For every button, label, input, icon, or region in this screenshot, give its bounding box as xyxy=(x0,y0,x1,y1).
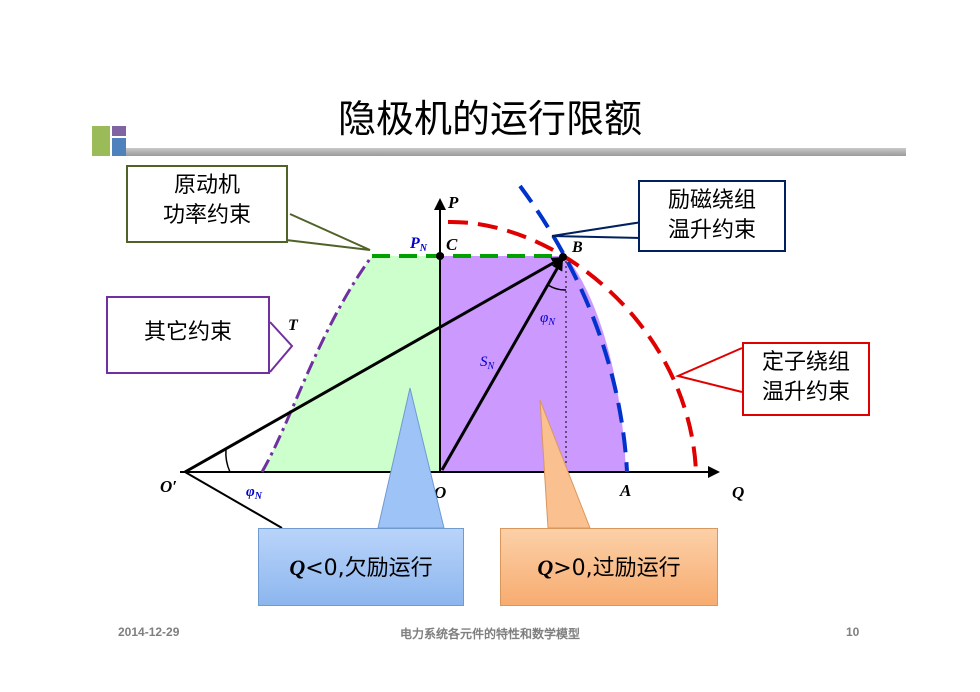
phi-o-prime-label: φN xyxy=(246,484,263,502)
other-constraint-curve xyxy=(260,255,374,473)
point-b-label: B xyxy=(571,239,583,256)
under-excited-q: Q xyxy=(289,555,306,580)
over-excited-q: Q xyxy=(537,555,554,580)
under-excited-note: Q<0,欠励运行 xyxy=(258,528,464,606)
point-t-label: T xyxy=(288,317,299,334)
title-decoration xyxy=(92,126,126,156)
stator-pointer xyxy=(674,347,743,393)
sn-label: SN xyxy=(480,354,496,372)
point-c-marker xyxy=(436,252,444,260)
over-excited-text: >0,过励运行 xyxy=(553,556,681,581)
other-constraint-callout: 其它约束 xyxy=(106,296,270,374)
line-o-prime-down xyxy=(184,471,283,529)
under-excited-text: <0,欠励运行 xyxy=(305,556,433,581)
over-excited-note: Q>0,过励运行 xyxy=(500,528,718,606)
point-b-marker xyxy=(559,253,567,261)
pn-label: PN xyxy=(409,235,428,254)
prime-mover-line-1: 原动机 xyxy=(173,173,240,198)
prime-mover-line-2: 功率约束 xyxy=(162,203,251,228)
origin-label: O xyxy=(434,483,446,502)
phi-arc-b xyxy=(547,284,567,291)
origin-prime-label: O′ xyxy=(160,477,177,496)
phi-b-label: φN xyxy=(540,310,556,328)
stator-limit-curve xyxy=(447,219,698,473)
page-title: 隐极机的运行限额 xyxy=(337,97,642,141)
field-winding-line-2: 温升约束 xyxy=(667,218,756,243)
q-axis-label: Q xyxy=(732,483,744,502)
footer-course: 电力系统各元件的特性和数学模型 xyxy=(399,627,580,641)
footer-page-number: 10 xyxy=(846,625,860,639)
footer-date: 2014-12-29 xyxy=(118,625,180,639)
field-winding-callout: 励磁绕组 温升约束 xyxy=(638,180,786,252)
point-a-label: A xyxy=(619,481,631,500)
purple-feasible-region xyxy=(440,256,626,472)
point-c-label: C xyxy=(446,235,458,254)
other-pointer xyxy=(269,321,294,373)
field-pointer xyxy=(551,221,643,239)
field-limit-curve xyxy=(518,184,629,473)
p-axis-label: P xyxy=(447,193,459,212)
stator-winding-line-1: 定子绕组 xyxy=(761,350,850,375)
green-feasible-region xyxy=(262,256,440,472)
title-divider xyxy=(126,148,906,156)
prime-mover-callout: 原动机 功率约束 xyxy=(126,165,288,243)
vector-o-prime-to-b xyxy=(184,256,564,474)
phi-arc-o-prime xyxy=(225,448,231,473)
vector-o-to-b xyxy=(440,258,564,471)
stator-winding-callout: 定子绕组 温升约束 xyxy=(742,342,870,416)
prime-mover-pointer xyxy=(285,213,371,251)
stator-winding-line-2: 温升约束 xyxy=(761,380,850,405)
field-winding-line-1: 励磁绕组 xyxy=(667,188,756,213)
other-constraint-line-1: 其它约束 xyxy=(143,320,232,345)
